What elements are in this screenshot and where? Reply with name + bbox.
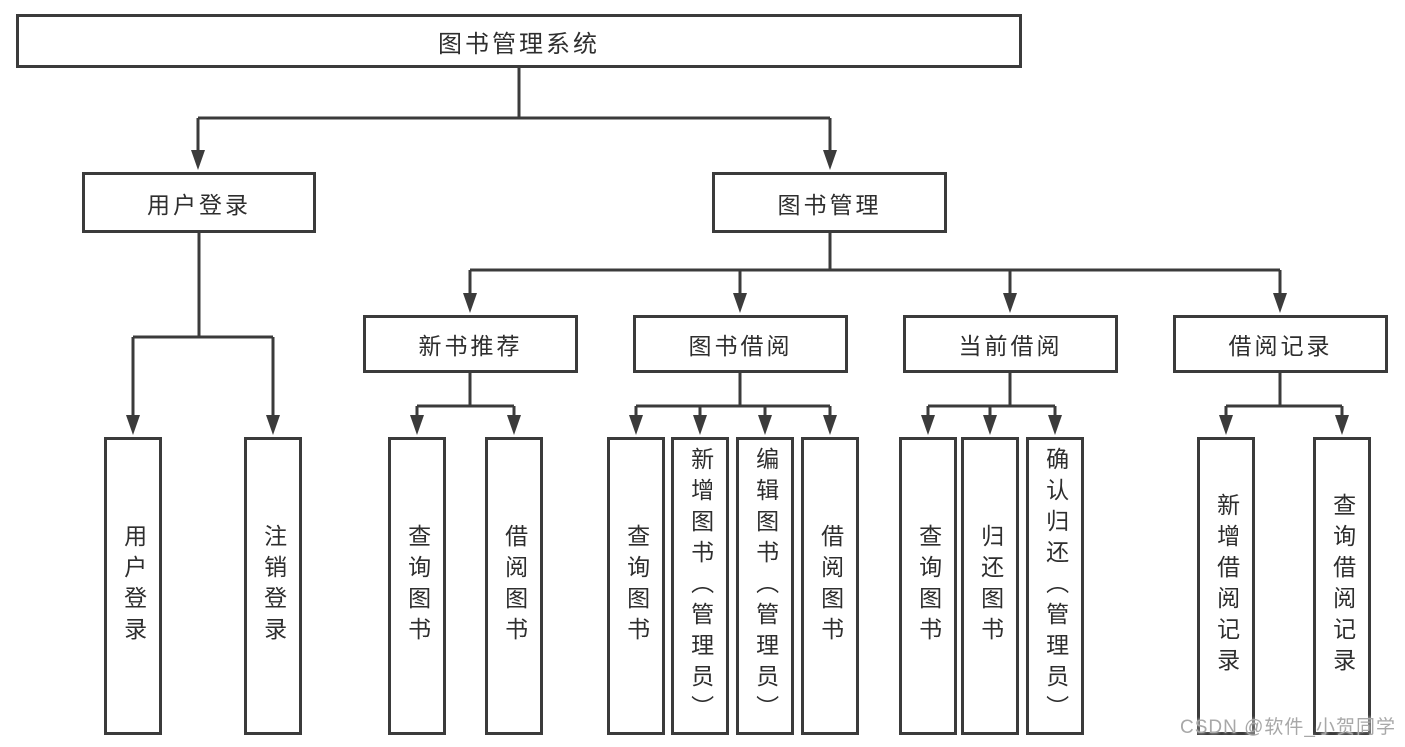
leaf-add-books-admin-label: 新增图书（管理员） — [687, 446, 714, 726]
node-book-borrowing-label: 图书借阅 — [688, 333, 793, 359]
node-current-borrowing: 当前借阅 — [903, 315, 1118, 373]
leaf-query-borrow-record: 查询借阅记录 — [1313, 437, 1371, 735]
leaf-return-books: 归还图书 — [961, 437, 1019, 735]
leaf-logout-login-label: 注销登录 — [260, 524, 287, 648]
watermark: CSDN @软件_小贺同学 — [1180, 717, 1396, 738]
leaf-confirm-return-admin: 确认归还（管理员） — [1026, 437, 1084, 735]
node-user-login-label: 用户登录 — [147, 191, 251, 218]
node-new-book-recommend: 新书推荐 — [363, 315, 578, 373]
node-book-management-label: 图书管理 — [777, 191, 882, 218]
leaf-user-login-label: 用户登录 — [120, 524, 147, 648]
node-current-borrowing-label: 当前借阅 — [958, 333, 1063, 359]
leaf-borrow-books-borrowing: 借阅图书 — [801, 437, 859, 735]
node-root-label: 图书管理系统 — [438, 30, 600, 58]
leaf-borrow-books-borrowing-label: 借阅图书 — [817, 524, 844, 648]
leaf-borrow-books-recommend: 借阅图书 — [485, 437, 543, 735]
leaf-query-books-current: 查询图书 — [899, 437, 957, 735]
node-new-book-recommend-label: 新书推荐 — [418, 333, 523, 359]
leaf-user-login: 用户登录 — [104, 437, 162, 735]
leaf-edit-books-admin-label: 编辑图书（管理员） — [752, 446, 779, 726]
node-borrowing-records: 借阅记录 — [1173, 315, 1388, 373]
leaf-confirm-return-admin-label: 确认归还（管理员） — [1042, 446, 1069, 726]
leaf-borrow-books-recommend-label: 借阅图书 — [501, 524, 528, 648]
leaf-add-borrow-record: 新增借阅记录 — [1197, 437, 1255, 735]
leaf-add-books-admin: 新增图书（管理员） — [671, 437, 729, 735]
leaf-return-books-label: 归还图书 — [977, 524, 1004, 648]
node-book-management: 图书管理 — [712, 172, 947, 233]
leaf-logout-login: 注销登录 — [244, 437, 302, 735]
node-book-borrowing: 图书借阅 — [633, 315, 848, 373]
leaf-query-books-current-label: 查询图书 — [915, 524, 942, 648]
node-user-login: 用户登录 — [82, 172, 316, 233]
leaf-query-books-borrowing-label: 查询图书 — [623, 524, 650, 648]
leaf-add-borrow-record-label: 新增借阅记录 — [1213, 493, 1240, 679]
leaf-query-books-recommend-label: 查询图书 — [404, 524, 431, 648]
leaf-query-books-recommend: 查询图书 — [388, 437, 446, 735]
node-root: 图书管理系统 — [16, 14, 1022, 68]
leaf-query-books-borrowing: 查询图书 — [607, 437, 665, 735]
arrowheads — [126, 150, 1349, 435]
node-borrowing-records-label: 借阅记录 — [1228, 333, 1333, 359]
leaf-query-borrow-record-label: 查询借阅记录 — [1329, 493, 1356, 679]
leaf-edit-books-admin: 编辑图书（管理员） — [736, 437, 794, 735]
